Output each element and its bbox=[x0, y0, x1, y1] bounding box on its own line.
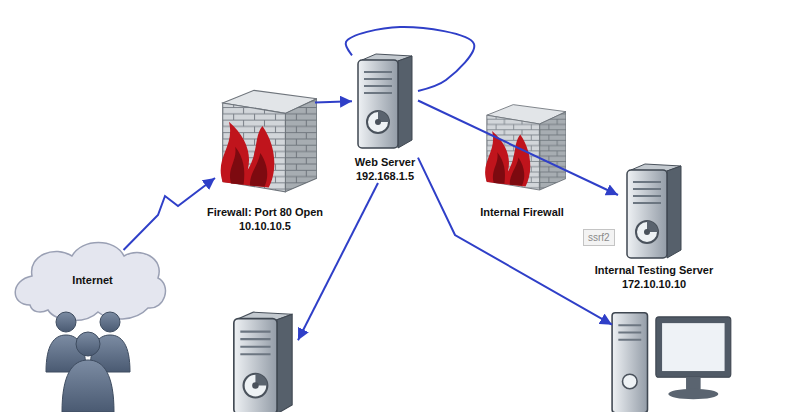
web-server-node: Web Server192.168.1.5 bbox=[352, 55, 418, 150]
node-label: Internet bbox=[72, 273, 112, 287]
node-label: 10.10.10.5 bbox=[207, 219, 323, 233]
node-label: Internal Firewall bbox=[480, 205, 564, 219]
firewall-node: Firewall: Port 80 Open10.10.10.5 bbox=[215, 85, 315, 195]
firewall-icon bbox=[221, 90, 317, 191]
node-text-group: Internet bbox=[30, 250, 155, 310]
server-icon bbox=[358, 54, 412, 148]
node-text-group: Firewall: Port 80 Open10.10.10.5 bbox=[207, 205, 323, 233]
node-label: Firewall: Port 80 Open bbox=[207, 205, 323, 219]
node-text-group: Internal Testing Server172.10.10.10 bbox=[595, 263, 713, 291]
node-label: Internal Testing Server bbox=[595, 263, 713, 277]
node-text-group: Internal Firewall bbox=[480, 205, 564, 219]
connector-arrow bbox=[418, 101, 618, 195]
node-label: Web Server bbox=[355, 155, 415, 169]
workstation-icon bbox=[612, 313, 731, 412]
firewall-icon bbox=[485, 105, 566, 190]
watermark-label: ssrf2 bbox=[583, 229, 615, 246]
server-icon bbox=[234, 312, 292, 412]
connector-arrow bbox=[346, 27, 475, 91]
connector-arrow bbox=[315, 101, 352, 102]
node-text-group: Web Server192.168.1.5 bbox=[355, 155, 415, 183]
node-label: 172.10.10.10 bbox=[595, 277, 713, 291]
users-figure bbox=[46, 312, 130, 412]
internet-cloud: Internet bbox=[30, 250, 155, 310]
internet-cloud-shape bbox=[15, 243, 165, 321]
node-label: 192.168.1.5 bbox=[355, 169, 415, 183]
firewall-node: Internal Firewall bbox=[480, 95, 564, 198]
server-icon bbox=[627, 164, 681, 258]
server-node bbox=[228, 312, 298, 412]
connector-arrow bbox=[124, 178, 215, 250]
server-node: Internal Testing Server172.10.10.10 bbox=[618, 165, 690, 260]
workstation-node bbox=[612, 305, 730, 412]
